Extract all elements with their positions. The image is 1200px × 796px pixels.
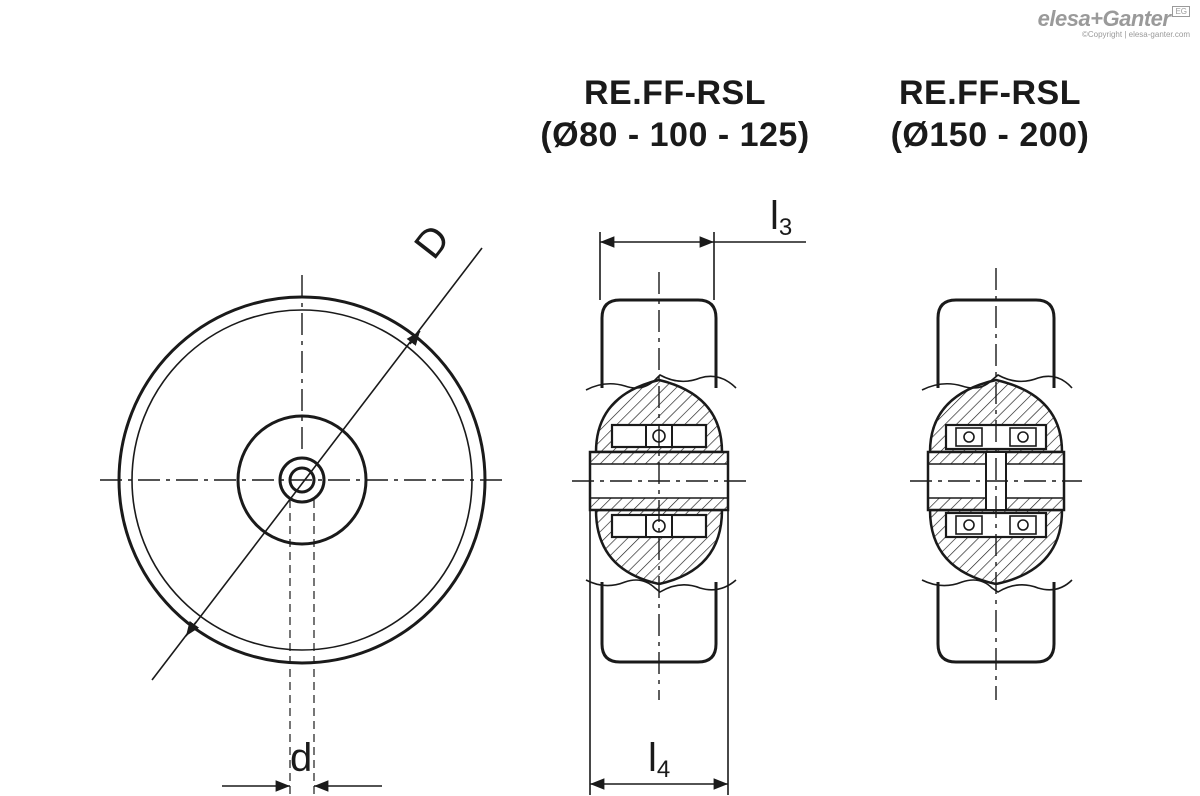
ball-upper-right <box>1017 431 1029 443</box>
ball-lower-right <box>1017 519 1029 531</box>
break-line-bottom <box>585 579 737 593</box>
title-large-line2: (Ø150 - 200) <box>890 116 1090 154</box>
label-l4-main: l <box>648 736 657 780</box>
break-line-bottom-large <box>921 579 1073 593</box>
title-small-line1: RE.FF-RSL <box>583 74 767 112</box>
bearing-lower-left <box>955 515 983 535</box>
label-l3-main: l <box>770 194 779 238</box>
label-l4: l4 <box>648 738 670 790</box>
bearing-lower-right <box>1009 515 1037 535</box>
diameter-D-arrow-high <box>406 330 421 346</box>
ball-upper-left <box>963 431 975 443</box>
break-line-top-large <box>921 374 1073 391</box>
bearing-upper-right <box>1009 427 1037 447</box>
copyright-text: ©Copyright | elesa-ganter.com <box>1081 30 1190 39</box>
brand-name: elesa+Ganter <box>1037 6 1171 31</box>
section-view-large <box>910 268 1082 700</box>
section-view-small <box>572 232 806 795</box>
title-small-wheels: RE.FF-RSL (Ø80 - 100 - 125) <box>500 72 850 156</box>
front-view <box>100 247 505 795</box>
label-l3: l3 <box>770 196 792 248</box>
label-l4-sub: 4 <box>656 756 671 783</box>
title-large-line1: RE.FF-RSL <box>898 74 1082 112</box>
bearing-upper-left <box>955 427 983 447</box>
diameter-D-line <box>151 247 483 681</box>
brand-badge: EG <box>1172 6 1190 17</box>
title-small-line2: (Ø80 - 100 - 125) <box>540 116 810 154</box>
diameter-D-arrow-low <box>185 620 200 637</box>
label-d: d <box>290 736 313 780</box>
title-large-wheels: RE.FF-RSL (Ø150 - 200) <box>845 72 1135 156</box>
label-l3-sub: 3 <box>778 214 793 241</box>
break-line-top <box>585 374 737 391</box>
ball-lower-left <box>963 519 975 531</box>
